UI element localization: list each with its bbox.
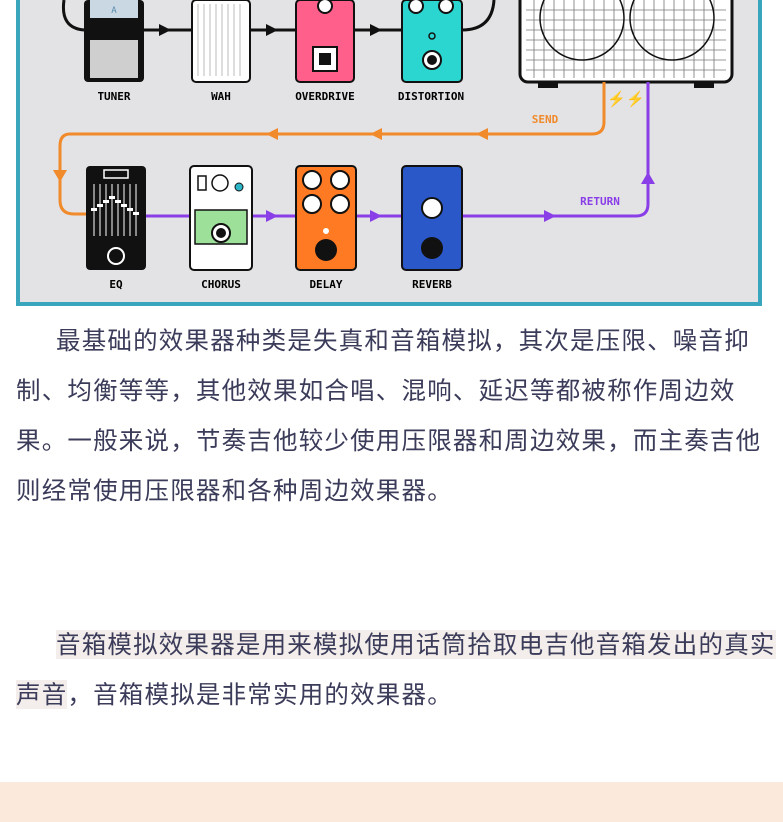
tuner-note: A xyxy=(111,6,117,16)
wah-pedal xyxy=(191,0,251,83)
paragraph-effect-types: 最基础的效果器种类是失真和音箱模拟，其次是压限、噪音抑制、均衡等等，其他效果如合… xyxy=(16,326,762,505)
label-eq: EQ xyxy=(109,278,123,291)
send-path: SEND xyxy=(53,82,606,216)
reverb-pedal xyxy=(401,165,463,271)
chorus-pedal xyxy=(189,165,253,271)
lightning-icon: ⚡⚡ xyxy=(607,90,644,108)
paragraph-cab-sim: 音箱模拟效果器是用来模拟使用话筒拾取电吉他音箱发出的真实声音，音箱模拟是非常实用… xyxy=(16,620,776,720)
top-arrows xyxy=(159,24,382,36)
tuner-pedal: A xyxy=(84,0,144,82)
amp-cabinet xyxy=(518,0,734,88)
footer-band xyxy=(0,782,783,822)
overdrive-pedal xyxy=(295,0,355,83)
bottom-arrows xyxy=(266,210,382,222)
signal-chain-svg: A xyxy=(53,0,734,291)
send-label: SEND xyxy=(532,113,559,126)
eq-pedal xyxy=(86,166,146,270)
label-wah: WAH xyxy=(211,90,231,103)
return-label: RETURN xyxy=(580,195,620,208)
signal-chain-diagram: A xyxy=(16,0,762,306)
label-delay: DELAY xyxy=(309,278,342,291)
label-tuner: TUNER xyxy=(97,90,130,103)
return-path: RETURN ⚡⚡ xyxy=(462,82,655,222)
label-chorus: CHORUS xyxy=(201,278,241,291)
label-reverb: REVERB xyxy=(412,278,452,291)
label-distortion: DISTORTION xyxy=(398,90,464,103)
distortion-pedal xyxy=(401,0,463,83)
delay-pedal xyxy=(295,165,357,271)
label-overdrive: OVERDRIVE xyxy=(295,90,355,103)
paragraph-tail: ，音箱模拟是非常实用的效果器。 xyxy=(67,680,453,709)
